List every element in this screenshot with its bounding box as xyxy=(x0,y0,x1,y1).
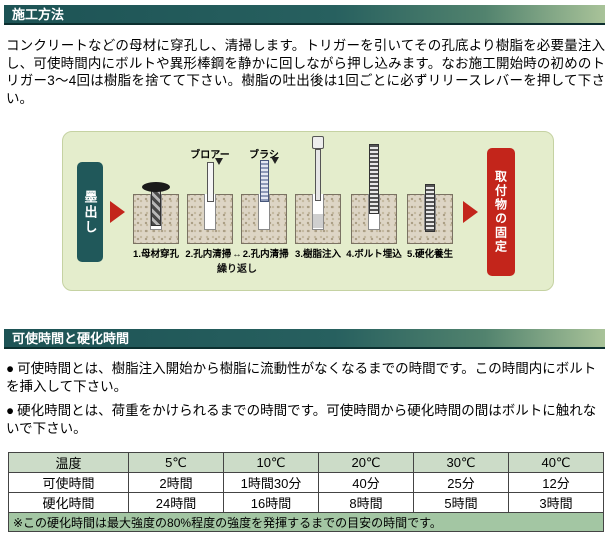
concrete-block-brushing xyxy=(241,194,287,244)
header-20c: 20℃ xyxy=(318,452,414,473)
curing-30c: 5時間 xyxy=(413,492,509,513)
step-label-drilling: 1.母材穿孔 xyxy=(133,249,179,260)
embedded-bolt-icon xyxy=(425,184,435,232)
pot-life-30c: 25分 xyxy=(413,472,509,493)
drill-bit-icon xyxy=(151,190,161,226)
flow-arrow-left-icon xyxy=(110,201,125,223)
curing-20c: 8時間 xyxy=(318,492,414,513)
section-header-time: 可使時間と硬化時間 xyxy=(4,329,605,349)
step-label-bolt-insert: 4.ボルト埋込 xyxy=(346,249,402,260)
header-10c: 10℃ xyxy=(223,452,319,473)
step-label-cleaning: 2.孔内清掃↔2.孔内清掃 xyxy=(185,246,288,260)
injected-resin-icon xyxy=(313,214,323,228)
bullet-pot-life-text: 可使時間とは、樹脂注入開始から樹脂に流動性がなくなるまでの時間です。この時間内に… xyxy=(6,361,597,394)
brush-label: ブラシ xyxy=(249,150,279,161)
fixing-label: 取付物の固定 xyxy=(493,170,508,254)
bullet-curing-text: 硬化時間とは、荷重をかけられるまでの時間です。可使時間から硬化時間の間はボルトに… xyxy=(6,403,597,436)
header-temperature: 温度 xyxy=(8,452,129,473)
method-paragraph: コンクリートなどの母材に穿孔し、清掃します。トリガーを引いてその孔底より樹脂を必… xyxy=(6,38,605,106)
drilled-hole xyxy=(258,194,270,230)
anchor-bolt-icon xyxy=(369,144,379,214)
curing-40c: 3時間 xyxy=(508,492,604,513)
time-temperature-table: 温度 5℃ 10℃ 20℃ 30℃ 40℃ 可使時間 2時間 1時間30分 40… xyxy=(8,452,604,532)
blower-icon xyxy=(207,162,214,202)
pot-life-10c: 1時間30分 xyxy=(223,472,319,493)
bullet-pot-life: ●可使時間とは、樹脂注入開始から樹脂に流動性がなくなるまでの時間です。この時間内… xyxy=(6,360,606,395)
table-row-curing: 硬化時間 24時間 16時間 8時間 5時間 3時間 xyxy=(8,492,604,513)
installation-process-diagram: 墨出し ブロアー ブラシ 1.母材穿孔 2.孔内清掃↔2.孔内清掃 3.樹脂注入… xyxy=(62,131,554,291)
bullet-marker-icon: ● xyxy=(6,361,15,376)
section-title-method: 施工方法 xyxy=(12,7,65,22)
pointer-arrow-icon xyxy=(271,157,279,164)
row-label-curing: 硬化時間 xyxy=(8,492,129,513)
header-5c: 5℃ xyxy=(128,452,224,473)
resin-nozzle-icon xyxy=(315,149,321,201)
section-header-method: 施工方法 xyxy=(4,5,605,25)
brush-icon xyxy=(260,160,269,202)
table-note-row: ※この硬化時間は最大強度の80%程度の強度を発揮するまでの目安の時間です。 xyxy=(8,512,604,532)
step-label-cleaning-a: 2.孔内清掃 xyxy=(185,249,232,260)
pot-life-40c: 12分 xyxy=(508,472,604,493)
step-label-cleaning-b: 2.孔内清掃 xyxy=(242,249,289,260)
marking-step-box: 墨出し xyxy=(77,162,103,262)
table-row-pot-life: 可使時間 2時間 1時間30分 40分 25分 12分 xyxy=(8,472,604,493)
step-label-curing: 5.硬化養生 xyxy=(407,249,453,260)
blower-label: ブロアー xyxy=(190,150,230,161)
repeat-label: 繰り返し xyxy=(217,264,257,275)
resin-nozzle-tip-icon xyxy=(312,136,324,149)
table-header-row: 温度 5℃ 10℃ 20℃ 30℃ 40℃ xyxy=(8,452,604,473)
drilled-hole xyxy=(204,194,216,230)
row-label-pot-life: 可使時間 xyxy=(8,472,129,493)
swap-arrow-icon: ↔ xyxy=(232,249,242,260)
marking-label: 墨出し xyxy=(82,189,98,235)
time-notes: ●可使時間とは、樹脂注入開始から樹脂に流動性がなくなるまでの時間です。この時間内… xyxy=(6,360,606,444)
fixing-step-box: 取付物の固定 xyxy=(487,148,515,276)
flow-arrow-right-icon xyxy=(463,201,478,223)
pot-life-20c: 40分 xyxy=(318,472,414,493)
section-title-time: 可使時間と硬化時間 xyxy=(12,331,130,346)
drill-chuck-icon xyxy=(142,182,170,192)
header-40c: 40℃ xyxy=(508,452,604,473)
table-note: ※この硬化時間は最大強度の80%程度の強度を発揮するまでの目安の時間です。 xyxy=(8,512,604,532)
curing-10c: 16時間 xyxy=(223,492,319,513)
header-30c: 30℃ xyxy=(413,452,509,473)
pointer-arrow-icon xyxy=(215,158,223,165)
curing-5c: 24時間 xyxy=(128,492,224,513)
concrete-block-blowing xyxy=(187,194,233,244)
bullet-marker-icon: ● xyxy=(6,403,15,418)
step-label-injection: 3.樹脂注入 xyxy=(295,249,341,260)
pot-life-5c: 2時間 xyxy=(128,472,224,493)
bullet-curing: ●硬化時間とは、荷重をかけられるまでの時間です。可使時間から硬化時間の間はボルト… xyxy=(6,402,606,437)
